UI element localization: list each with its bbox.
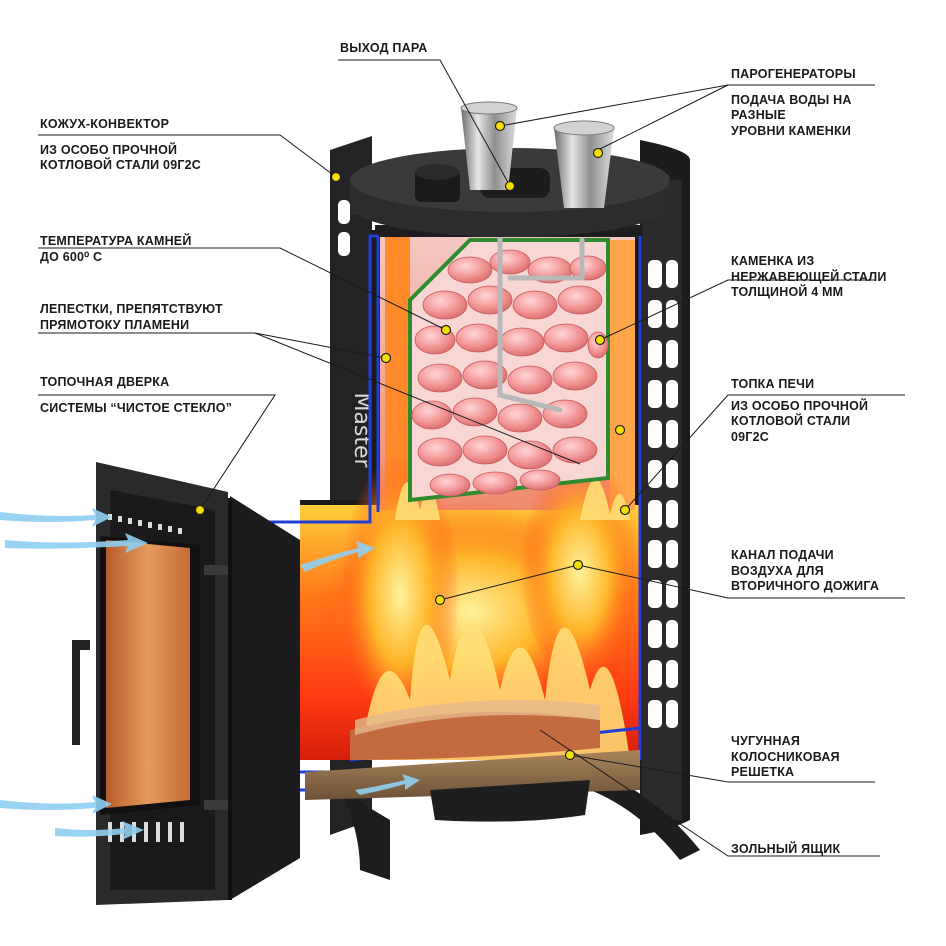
marker-stone-chamber xyxy=(594,334,606,346)
marker-firebox xyxy=(619,504,631,516)
label-convector: КОЖУХ-КОНВЕКТОР ИЗ ОСОБО ПРОЧНОЙ КОТЛОВО… xyxy=(40,117,202,172)
label-fire-door: ТОПОЧНАЯ ДВЕРКА СИСТЕМЫ “ЧИСТОЕ СТЕКЛО” xyxy=(40,375,233,415)
fire-door xyxy=(72,462,300,905)
marker-stone-temp xyxy=(440,324,452,336)
callout-markers xyxy=(194,120,631,761)
label-air-channel: КАНАЛ ПОДАЧИ ВОЗДУХА ДЛЯ ВТОРИЧНОГО ДОЖИ… xyxy=(731,548,880,593)
grate xyxy=(350,700,600,760)
marker-petal-2 xyxy=(614,424,626,436)
label-steam-outlet: ВЫХОД ПАРА xyxy=(340,41,428,55)
steam-pipes xyxy=(497,227,585,413)
label-stone-chamber: КАМЕНКА ИЗ НЕРЖАВЕЮЩЕЙ СТАЛИ ТОЛЩИНОЙ 4 … xyxy=(731,254,887,299)
marker-generator-right xyxy=(592,147,604,159)
marker-grate xyxy=(564,749,576,761)
label-ash-box: ЗОЛЬНЫЙ ЯЩИК xyxy=(731,842,841,856)
stone-chamber xyxy=(408,227,610,503)
marker-steam-outlet xyxy=(504,180,516,192)
air-flow-arrows xyxy=(0,508,420,840)
label-stone-temp: ТЕМПЕРАТУРА КАМНЕЙ ДО 600⁰ С xyxy=(40,234,192,264)
marker-convector xyxy=(330,171,342,183)
marker-air-channel-2 xyxy=(434,594,446,606)
steam-generator-left xyxy=(460,101,518,190)
stones xyxy=(411,249,609,497)
label-steam-generators: ПАРОГЕНЕРАТОРЫ ПОДАЧА ВОДЫ НА РАЗНЫЕ УРО… xyxy=(731,67,856,138)
door-handle xyxy=(72,640,90,745)
marker-air-channel xyxy=(572,559,584,571)
label-grate: ЧУГУННАЯ КОЛОСНИКОВАЯ РЕШЕТКА xyxy=(731,734,840,779)
convector-slots xyxy=(338,200,678,728)
steam-generator-right xyxy=(553,120,615,208)
leader-lines xyxy=(38,59,905,857)
top-cap xyxy=(350,101,670,237)
door-glass xyxy=(106,540,190,808)
label-petals: ЛЕПЕСТКИ, ПРЕПЯТСТВУЮТ ПРЯМОТОКУ ПЛАМЕНИ xyxy=(40,302,223,332)
marker-door xyxy=(194,504,206,516)
label-firebox: ТОПКА ПЕЧИ ИЗ ОСОБО ПРОЧНОЙ КОТЛОВОЙ СТА… xyxy=(731,377,869,444)
marker-generator-left xyxy=(494,120,506,132)
marker-petal xyxy=(380,352,392,364)
